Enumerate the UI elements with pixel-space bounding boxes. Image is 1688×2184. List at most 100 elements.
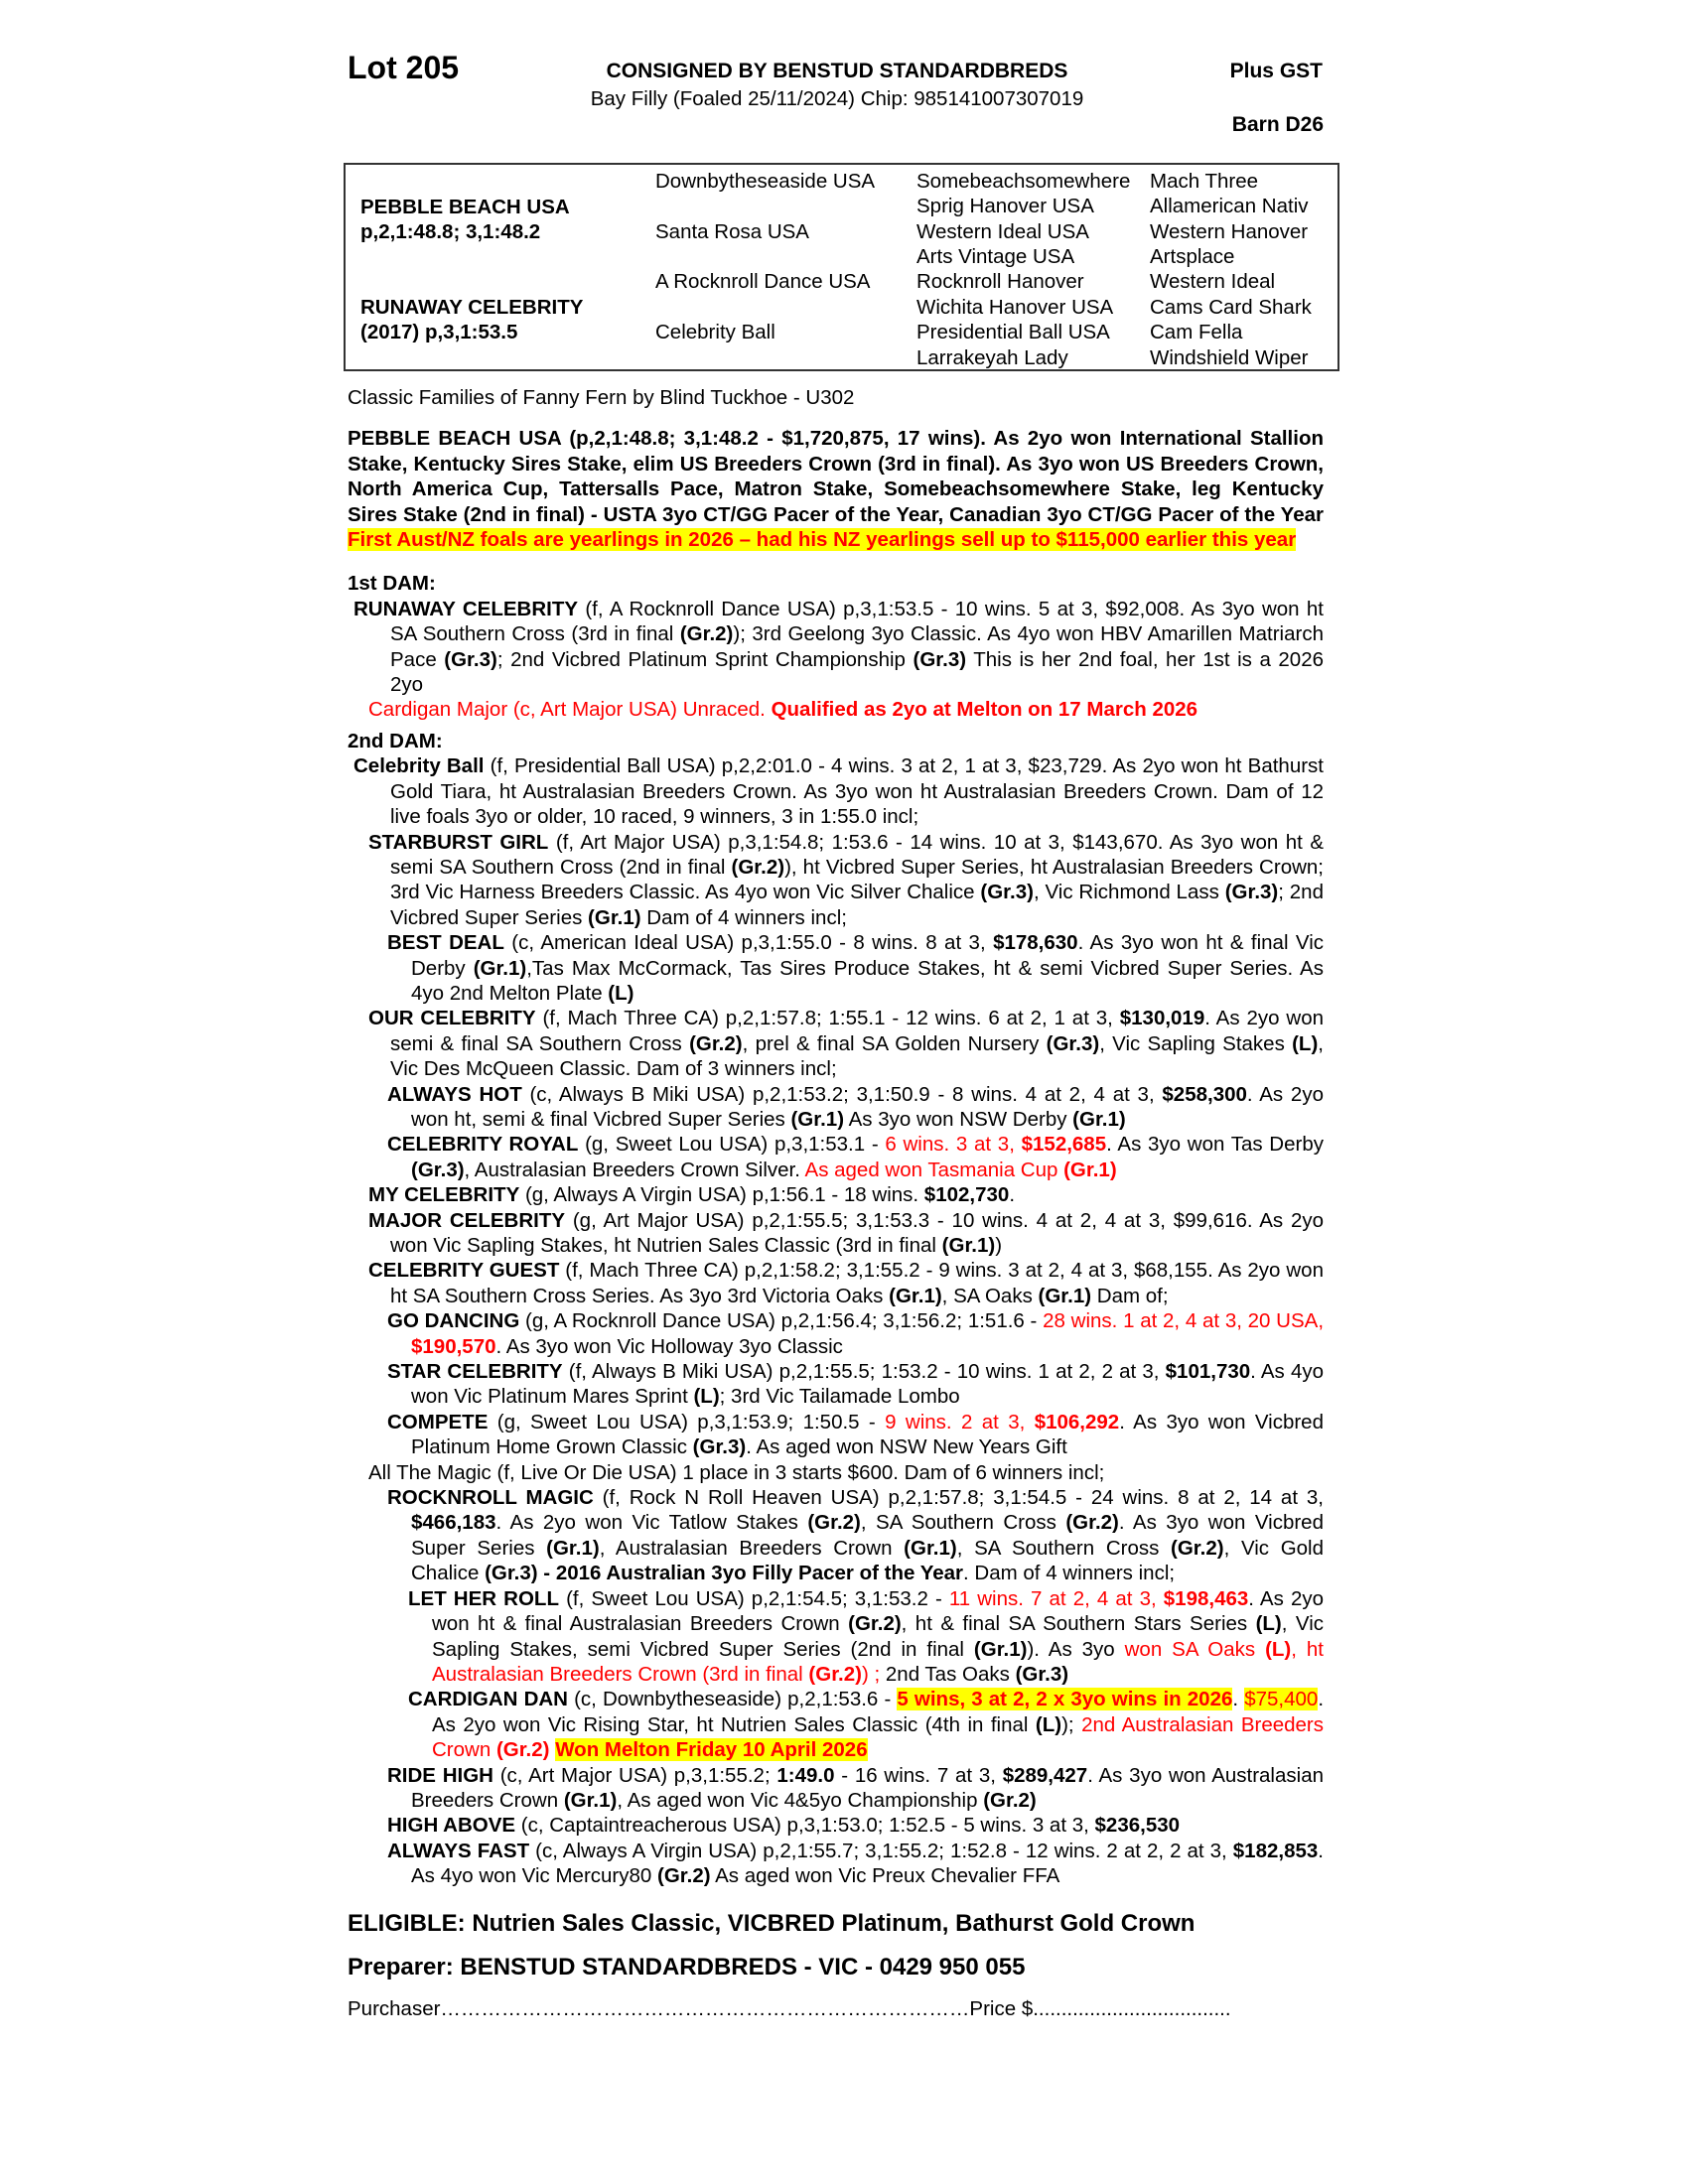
text-run: Dam of 4 winners incl;	[640, 905, 847, 929]
progeny-entry: ROCKNROLL MAGIC (f, Rock N Roll Heaven U…	[348, 1485, 1324, 1586]
text-run: (Gr.2)	[983, 1788, 1037, 1812]
pedigree-gen4: Western Ideal	[1150, 270, 1276, 293]
highlighted-text: 5 wins, 3 at 2, 2 x 3yo wins in 2026	[897, 1688, 1233, 1711]
text-run: ). As 3yo	[1027, 1637, 1125, 1661]
text-run: . As 3yo won Vic Holloway 3yo Classic	[495, 1334, 843, 1358]
text-run: Dam of;	[1091, 1284, 1169, 1307]
text-run: . As 2yo won ht, semi & final Vicbred Su…	[411, 1082, 1324, 1131]
text-run: . As 4yo won Vic Mercury80	[411, 1839, 1324, 1888]
text-run: )	[995, 1234, 1003, 1257]
text-run: (f, Sweet Lou USA) p,2,1:54.5; 3,1:53.2 …	[558, 1586, 949, 1610]
progeny-entry: COMPETE (g, Sweet Lou USA) p,3,1:53.9; 1…	[348, 1410, 1324, 1460]
highlighted-text: $75,400	[1244, 1688, 1319, 1711]
text-run: $101,730	[1165, 1360, 1251, 1384]
text-run: (Gr.3)	[411, 1158, 465, 1181]
text-run: . As 2yo won Vic Rising Star, ht Nutrien…	[432, 1688, 1325, 1736]
pedigree-gen3: Larrakeyah Lady	[916, 346, 1068, 369]
text-run: ROCKNROLL MAGIC	[387, 1486, 594, 1510]
second-dam-heading: 2nd DAM:	[348, 729, 443, 752]
progeny-entry: HIGH ABOVE (c, Captaintreacherous USA) p…	[348, 1813, 1324, 1838]
text-run: (f, Mach Three CA) p,2,1:58.2; 3,1:55.2 …	[390, 1259, 1324, 1307]
text-run: PEBBLE BEACH USA (p,2,1:48.8; 3,1:48.2 -…	[348, 427, 1324, 526]
text-run: OUR CELEBRITY	[368, 1007, 536, 1030]
text-run: As aged won Vic Preux Chevalier FFA	[710, 1864, 1060, 1888]
text-run: $102,730	[923, 1183, 1010, 1207]
text-run: . As 3yo won Tas Derby	[1106, 1133, 1324, 1157]
text-run: (Gr.1)	[588, 905, 641, 929]
text-run: , Vic Sapling Stakes, semi Vicbred Super…	[432, 1612, 1325, 1661]
text-run: (Gr.1)	[790, 1107, 845, 1131]
text-run: STARBURST GIRL	[368, 830, 549, 854]
text-run: (Gr.3)	[692, 1435, 747, 1459]
text-run: , SA Southern Cross	[956, 1536, 1172, 1560]
pedigree-table: PEBBLE BEACH USA p,2,1:48.8; 3,1:48.2 RU…	[344, 163, 1339, 371]
red-text: Cardigan Major (c, Art Major USA) Unrace…	[368, 698, 772, 722]
text-run: MY CELEBRITY	[368, 1183, 520, 1207]
text-run: (Gr.3)	[444, 647, 497, 671]
progeny-entry: RUNAWAY CELEBRITY (f, A Rocknroll Dance …	[348, 597, 1324, 698]
text-run: CELEBRITY ROYAL	[387, 1133, 579, 1157]
text-run: (c, Downbytheseaside) p,2,1:53.6 -	[568, 1688, 898, 1711]
text-run: (c, Captaintreacherous USA) p,3,1:53.0; …	[515, 1814, 1095, 1838]
text-run: (Gr.1)	[1038, 1284, 1092, 1307]
highlighted-text: First Aust/NZ foals are yearlings in 202…	[348, 528, 1297, 552]
progeny-entry: OUR CELEBRITY (f, Mach Three CA) p,2,1:5…	[348, 1006, 1324, 1081]
text-run: (f, A Rocknroll Dance USA) p,3,1:53.5 - …	[390, 597, 1324, 646]
red-text: 9 wins. 2 at 3,	[885, 1410, 1035, 1433]
pedigree-gen4: Mach Three	[1150, 170, 1259, 193]
pedigree-gen2: A Rocknroll Dance USA	[655, 270, 871, 293]
lot-number: Lot 205	[348, 50, 460, 85]
text-run: (g, Sweet Lou USA) p,3,1:53.1 -	[578, 1133, 886, 1157]
text-run: (Gr.1)	[1072, 1107, 1126, 1131]
text-run: (Gr.2)	[689, 1031, 743, 1055]
text-run: (g, Art Major USA) p,2,1:55.5; 3,1:53.3 …	[390, 1208, 1325, 1257]
red-text: ) ;	[861, 1662, 886, 1686]
text-run: $258,300	[1162, 1082, 1247, 1106]
progeny-entry: RIDE HIGH (c, Art Major USA) p,3,1:55.2;…	[348, 1763, 1324, 1814]
second-dam-section: Celebrity Ball (f, Presidential Ball USA…	[348, 753, 1324, 1888]
text-run: , Australasian Breeders Crown	[599, 1536, 905, 1560]
progeny-entry: Cardigan Major (c, Art Major USA) Unrace…	[348, 697, 1324, 722]
text-run: ; 2nd Vicbred Super Series	[390, 881, 1324, 929]
text-run: ALWAYS HOT	[387, 1082, 522, 1106]
pedigree-gen3: Presidential Ball USA	[916, 321, 1110, 343]
text-run: . As 3yo won Vicbred Super Series	[411, 1511, 1324, 1560]
text-run: (Gr.3)	[1046, 1031, 1100, 1055]
text-run: . As 3yo won ht & final Vic Derby	[411, 931, 1324, 980]
text-run: , SA Oaks	[941, 1284, 1039, 1307]
text-run: LET HER ROLL	[408, 1586, 559, 1610]
first-dam-section: RUNAWAY CELEBRITY (f, A Rocknroll Dance …	[348, 597, 1324, 723]
text-run: (f, Rock N Roll Heaven USA) p,2,1:57.8; …	[593, 1486, 1324, 1510]
text-run: (Gr.1)	[904, 1536, 957, 1560]
text-run: GO DANCING	[387, 1309, 520, 1333]
text-run: All The Magic (f, Live Or Die USA) 1 pla…	[368, 1460, 1105, 1484]
red-text: (Gr.1)	[1063, 1158, 1117, 1181]
pedigree-gen4: Artsplace	[1150, 245, 1235, 268]
text-run: (c, American Ideal USA) p,3,1:55.0 - 8 w…	[503, 931, 994, 955]
text-run: ; 3rd Vic Tailamade Lombo	[719, 1385, 960, 1409]
text-run: . As 2yo won semi & final SA Southern Cr…	[390, 1007, 1324, 1055]
red-text: 11 wins. 7 at 2, 4 at 3,	[948, 1586, 1164, 1610]
text-run: . As 3yo won Vicbred Platinum Home Grown…	[411, 1410, 1324, 1459]
text-run: HIGH ABOVE	[387, 1814, 516, 1838]
text-run: (L)	[1292, 1031, 1319, 1055]
text-run: (g, A Rocknroll Dance USA) p,2,1:56.4; 3…	[519, 1309, 1044, 1333]
text-run: $182,853	[1232, 1839, 1319, 1862]
text-run: STAR CELEBRITY	[387, 1360, 563, 1384]
sire-name: PEBBLE BEACH USA	[360, 196, 570, 218]
text-run: .	[1009, 1183, 1016, 1207]
text-run: $178,630	[993, 931, 1078, 955]
text-run: , Vic Richmond Lass	[1033, 881, 1225, 904]
red-text: Qualified as 2yo at Melton on 17 March 2…	[771, 698, 1198, 722]
pedigree-gen4: Windshield Wiper	[1150, 346, 1309, 369]
text-run: . As 3yo won Australasian Breeders Crown	[411, 1763, 1324, 1812]
text-run: $236,530	[1094, 1814, 1181, 1838]
text-run: , prel & final SA Golden Nursery	[742, 1031, 1047, 1055]
text-run: (Gr.3)	[980, 881, 1034, 904]
red-text: 2nd Australasian Breeders Crown	[432, 1712, 1324, 1762]
text-run: RIDE HIGH	[387, 1763, 493, 1787]
text-run: (c, Always B Miki USA) p,2,1:53.2; 3,1:5…	[521, 1082, 1163, 1106]
pedigree-gen3: Arts Vintage USA	[916, 245, 1075, 268]
text-run: (Gr.1)	[973, 1637, 1028, 1661]
text-run: $130,019	[1119, 1007, 1205, 1030]
